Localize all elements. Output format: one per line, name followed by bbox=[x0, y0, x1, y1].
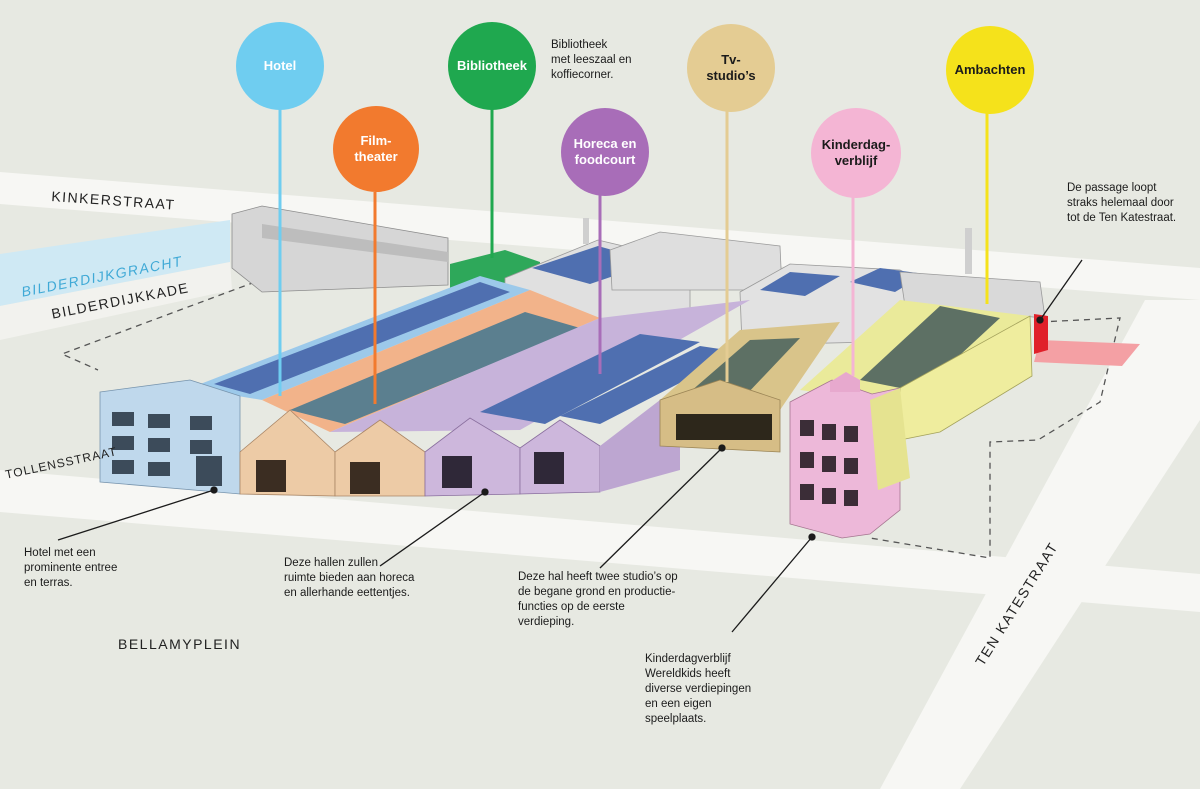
kinderdag-windows bbox=[800, 420, 858, 506]
film-windows bbox=[256, 460, 380, 494]
note-kinderdagverblijf: Kinderdagverblijf Wereldkids heeft diver… bbox=[645, 652, 751, 727]
bibliotheek-bubble: Bibliotheek bbox=[448, 22, 536, 110]
note-hotel-line: en terras. bbox=[24, 577, 73, 589]
horeca-bubble-line-1: Horeca en bbox=[573, 136, 637, 151]
note-hallen: Deze hallen zullen ruimte bieden aan hor… bbox=[284, 556, 414, 601]
hotel-hall-roof-panels bbox=[214, 282, 510, 394]
note-bibliotheek-line: met leeszaal en bbox=[551, 54, 632, 66]
note-kinder-line: Kinderdagverblijf bbox=[645, 653, 731, 665]
passage-gate bbox=[1034, 314, 1048, 354]
old-building-west-roof bbox=[262, 224, 448, 262]
street-bellamyplein: BELLAMYPLEIN bbox=[118, 636, 242, 652]
ambachten-bubble-text: Ambachten bbox=[954, 62, 1026, 77]
tv-windows bbox=[676, 414, 772, 440]
hotel-bubble: Hotel bbox=[236, 22, 324, 110]
horeca-roof-panels-2 bbox=[560, 346, 740, 424]
filmtheater-bubble: Film-theater bbox=[333, 106, 419, 192]
note-hallen-line: Deze hallen zullen bbox=[284, 557, 378, 569]
note-kinder-line: Wereldkids heeft bbox=[645, 668, 731, 680]
filmtheater-bubble-line-1: Film- bbox=[360, 133, 392, 148]
grey-hall-north bbox=[609, 231, 783, 291]
note-kinder-line: speelplaats. bbox=[645, 713, 707, 725]
old-building-west bbox=[231, 205, 449, 293]
horeca-hall-roof bbox=[330, 300, 750, 432]
note-studio: Deze hal heeft twee studio’s op de began… bbox=[518, 570, 678, 630]
note-hotel-line: Hotel met een bbox=[24, 547, 96, 559]
note-kinder-line: diverse verdiepingen bbox=[645, 683, 752, 695]
horeca-roof-panels-1 bbox=[480, 334, 700, 424]
note-hallen-line: ruimte bieden aan horeca bbox=[284, 572, 415, 584]
kinderdag-tower bbox=[830, 372, 860, 392]
note-studio-line: functies op de eerste bbox=[518, 601, 625, 613]
tvstudios-bubble: Tv-studio’s bbox=[687, 24, 775, 112]
bilderdijk-canal bbox=[0, 220, 230, 306]
kinderdagverblijf-bubble-line-2: verblijf bbox=[834, 153, 878, 168]
bilderdijkkade-road bbox=[0, 262, 232, 340]
note-bibliotheek: Bibliotheek met leeszaal en koffiecorner… bbox=[551, 38, 632, 83]
note-bibliotheek-line: Bibliotheek bbox=[551, 39, 608, 51]
note-hotel: Hotel met een prominente entree en terra… bbox=[24, 546, 117, 591]
note-studio-line: de begane grond en productie- bbox=[518, 586, 676, 598]
note-passage-line: De passage loopt bbox=[1067, 182, 1157, 194]
passage-strip bbox=[1034, 340, 1140, 366]
bibliotheek-bubble-text: Bibliotheek bbox=[456, 58, 528, 73]
ten-katestraat-road bbox=[880, 300, 1200, 789]
ambachten-side bbox=[870, 388, 910, 490]
note-studio-line: verdieping. bbox=[518, 616, 575, 628]
note-kinder-line: en een eigen bbox=[645, 698, 712, 710]
film-hall-roof-panels bbox=[290, 312, 580, 424]
plot-outline-west bbox=[60, 281, 256, 371]
tollensstraat-road bbox=[0, 470, 1200, 612]
tvstudios-bubble-line-2: studio’s bbox=[706, 68, 756, 83]
note-hallen-line: en allerhande eettentjes. bbox=[284, 587, 410, 599]
hotel-windows bbox=[112, 412, 222, 486]
note-studio-line: Deze hal heeft twee studio’s op bbox=[518, 571, 678, 583]
note-hotel-line: prominente entree bbox=[24, 562, 118, 574]
note-passage-line: tot de Ten Katestraat. bbox=[1067, 212, 1177, 224]
chimney-north bbox=[583, 218, 589, 244]
ambachten-roof-panels bbox=[860, 306, 1000, 392]
chimney-east bbox=[965, 228, 972, 274]
tvstudios-bubble-line-1: Tv- bbox=[721, 52, 741, 67]
note-passage: De passage loopt straks helemaal door to… bbox=[1067, 181, 1176, 226]
kinderdagverblijf-bubble: Kinderdag-verblijf bbox=[811, 108, 901, 198]
grey-hall-east-roof bbox=[760, 272, 840, 296]
pointer-lines bbox=[278, 108, 989, 404]
note-bibliotheek-line: koffiecorner. bbox=[551, 69, 614, 81]
filmtheater-bubble-line-2: theater bbox=[354, 149, 398, 164]
plot-outline-east bbox=[869, 317, 1121, 559]
kinderdagverblijf-bubble-line-1: Kinderdag- bbox=[821, 137, 891, 152]
ambachten-bubble: Ambachten bbox=[946, 26, 1034, 114]
callout-lines bbox=[57, 259, 1083, 633]
note-passage-line: straks helemaal door bbox=[1067, 197, 1174, 209]
hotel-bubble-text: Hotel bbox=[263, 58, 297, 73]
horeca-windows bbox=[442, 452, 564, 488]
horeca-bubble-line-2: foodcourt bbox=[574, 152, 636, 167]
